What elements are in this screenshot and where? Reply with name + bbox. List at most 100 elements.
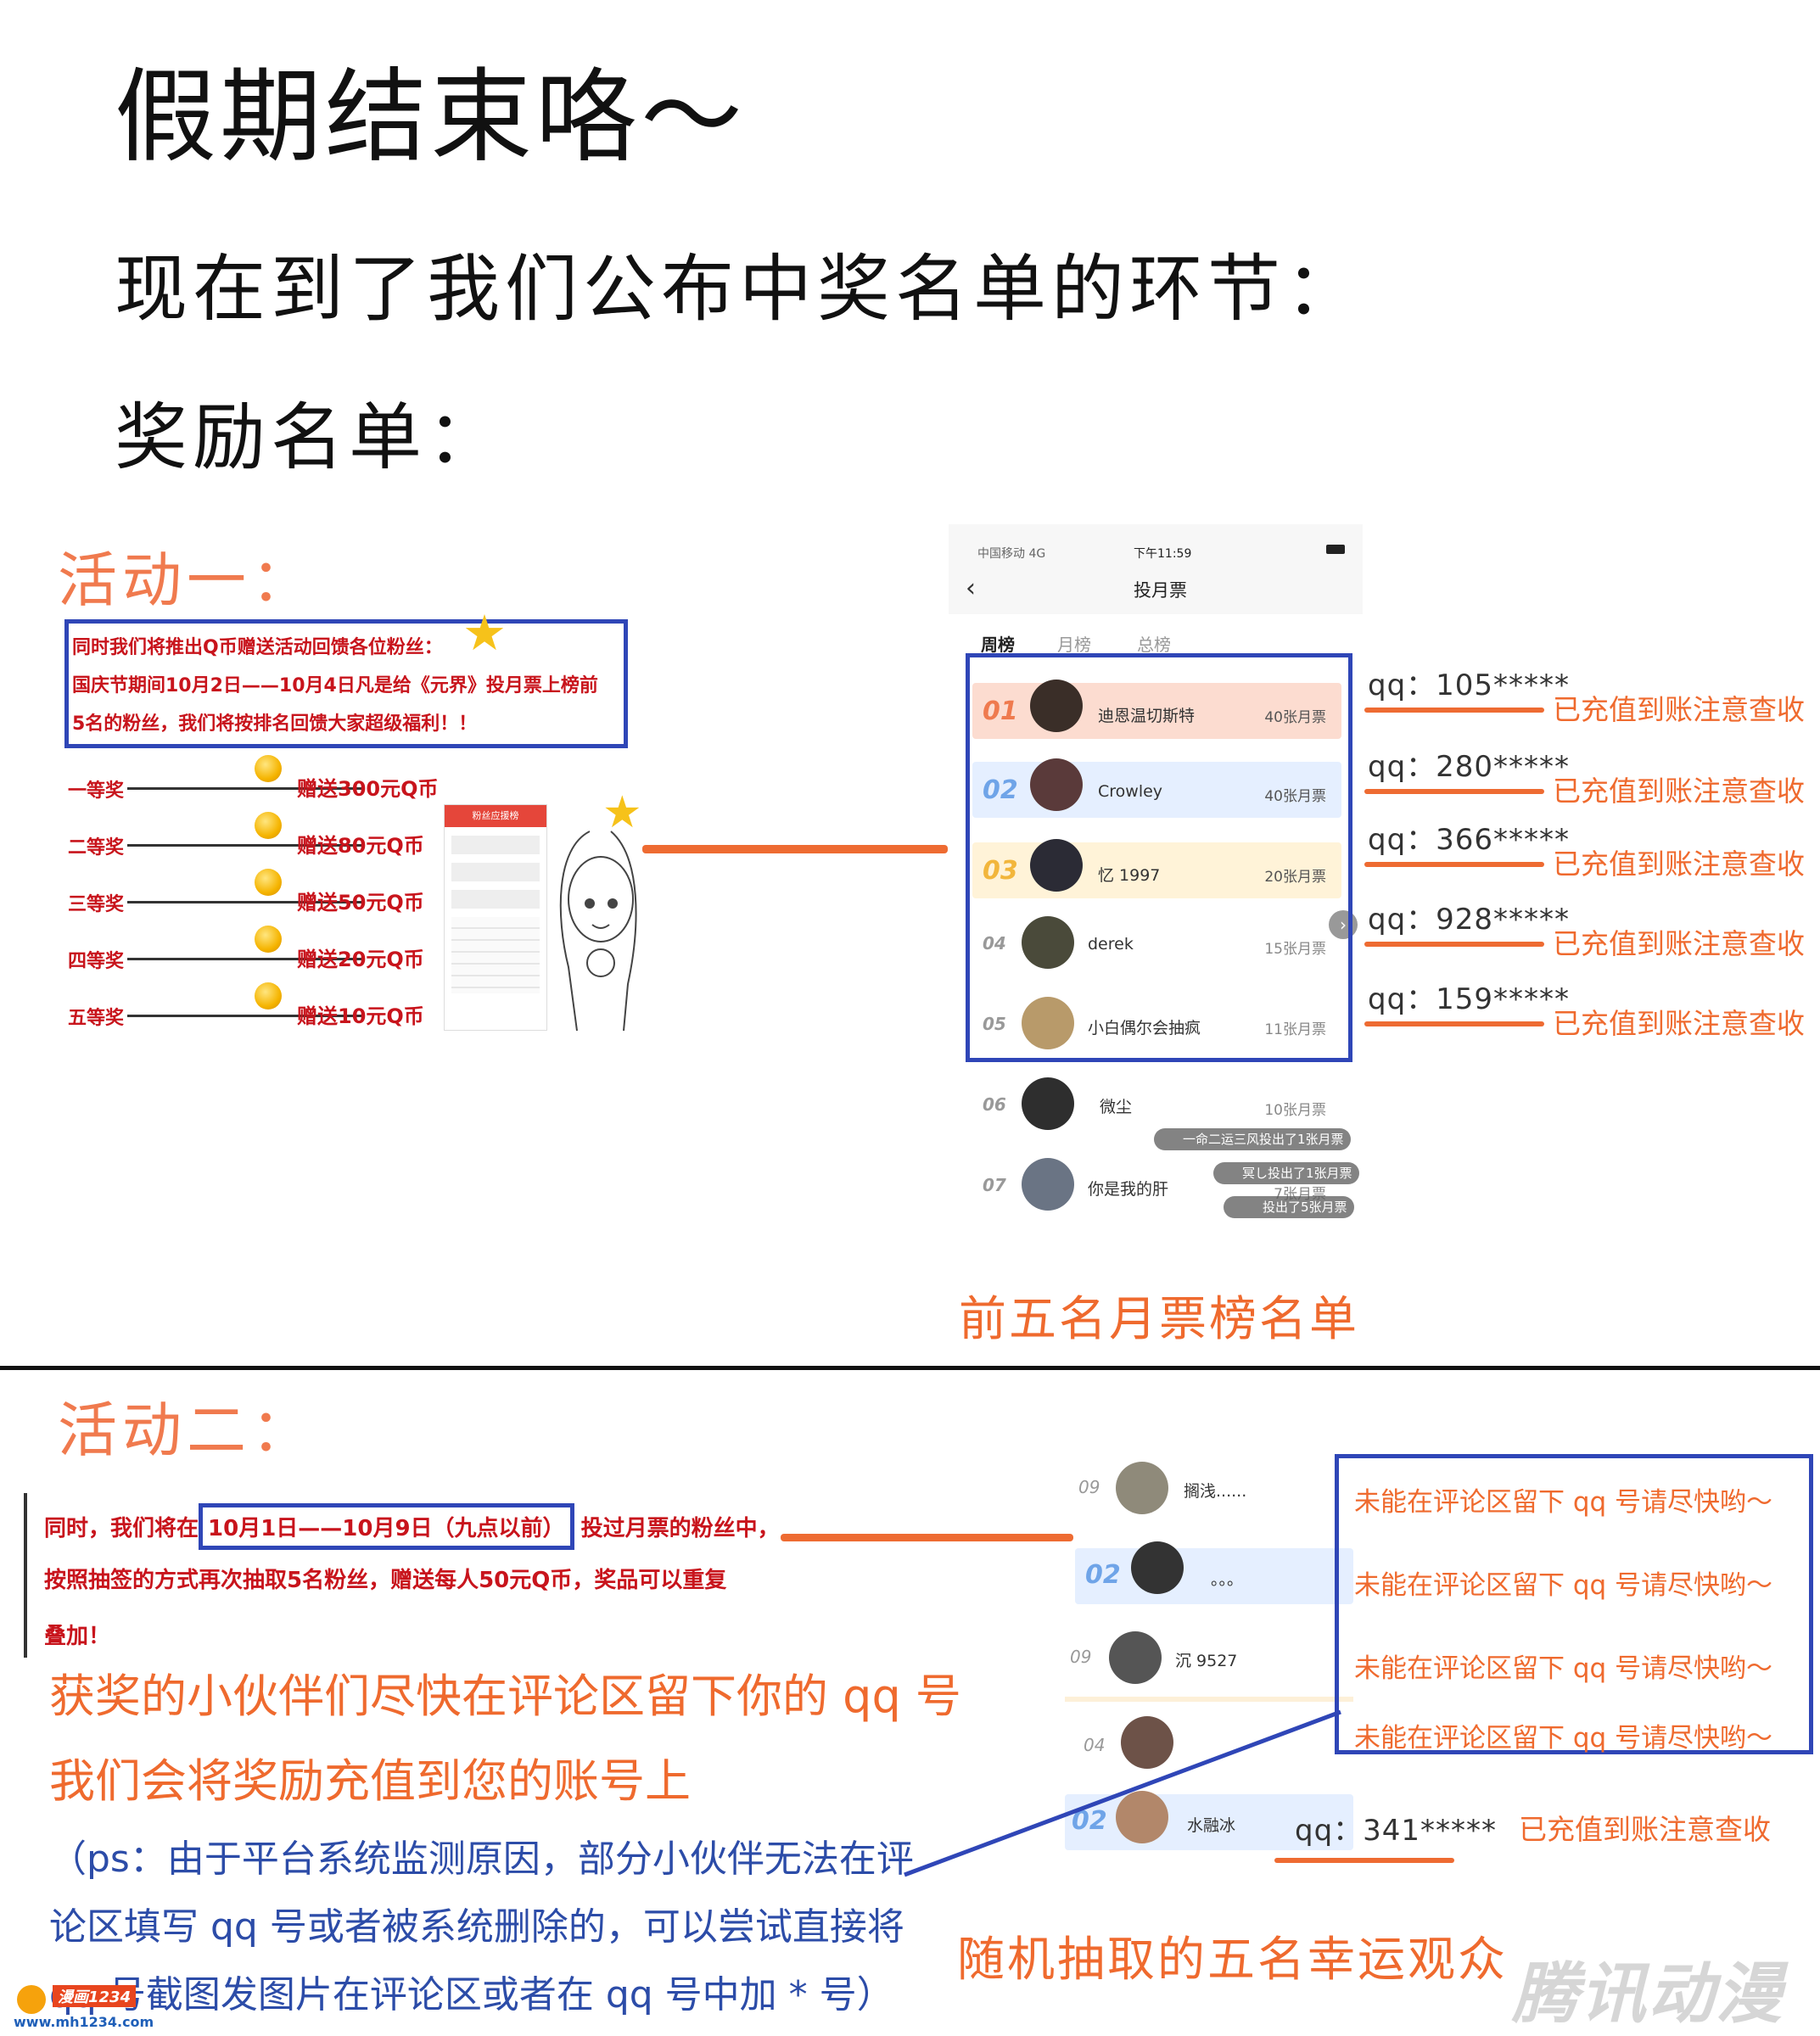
ranking-row[interactable]: 06 微尘 10张月票 [972, 1076, 1341, 1132]
phone-screenshot: 中国移动 4G 下午11:59 ‹ 投月票 周榜 月榜 总榜 01 迪恩温切斯特… [949, 524, 1363, 1228]
prize-rank: 五等奖 [68, 1008, 125, 1029]
winner-qq: qq：105***** [1368, 668, 1571, 702]
top5-highlight-box [966, 653, 1352, 1062]
activity2-notice-line: 按照抽签的方式再次抽取5名粉丝，赠送每人50元Q币，奖品可以重复 [44, 1568, 727, 1593]
prize-row: 三等奖 赠送50元Q币 [68, 869, 441, 920]
chevron-right-icon[interactable]: › [1329, 910, 1358, 939]
prize-rank: 三等奖 [68, 894, 125, 915]
pending-message: 未能在评论区留下 qq 号请尽快哟～ [1354, 1570, 1773, 1601]
site-watermark: 漫画1234 www.mh1234.com [14, 1983, 166, 2031]
winner-row: qq：366***** 已充值到账注意查收 [1364, 814, 1814, 891]
underline [1274, 1858, 1454, 1863]
notice-line: 国庆节期间10月2日——10月4日凡是给《元界》投月票上榜前 [72, 675, 598, 696]
coin-icon [255, 926, 282, 953]
notice-line: 同时我们将推出Q币赠送活动回馈各位粉丝： [72, 637, 443, 658]
watermark-badge: 漫画1234 [53, 1985, 137, 2007]
divider [127, 958, 365, 960]
rank-number: 09 [1078, 1477, 1100, 1497]
battery-icon [1326, 545, 1345, 554]
ranking-row[interactable]: 04 derek 15张月票 [972, 915, 1341, 970]
user-name: 忆 1997 [1098, 866, 1161, 885]
page-subtitle: 现在到了我们公布中奖名单的环节： [115, 247, 1364, 332]
watermark-url: www.mh1234.com [14, 2014, 154, 2030]
ticket-count: 15张月票 [1264, 941, 1326, 958]
ticket-count: 10张月票 [1264, 1102, 1326, 1119]
avatar [1131, 1541, 1184, 1594]
draw-row: 02 。。。 [1075, 1541, 1353, 1604]
sketch-character-illustration [559, 831, 637, 1032]
vote-toast: 冥し投出了1张月票 [1213, 1162, 1359, 1184]
ps-note: qq 号截图发图片在评论区或者在 qq 号中加 * 号） [49, 1973, 894, 2016]
prize-rank: 二等奖 [68, 837, 125, 859]
user-name: 你是我的肝 [1088, 1180, 1169, 1199]
activity2-message: 获奖的小伙伴们尽快在评论区留下你的 qq 号 [49, 1670, 961, 1723]
coin-icon [255, 755, 282, 782]
lucky-draw-list: 09 搁浅...... 02 。。。 09 沉 9527 04 02 水融冰 [1065, 1455, 1353, 1862]
notice-date-highlight: 10月1日——10月9日（九点以前） [199, 1503, 574, 1550]
ranking-row[interactable]: 05 小白偶尔会抽疯 11张月票 [972, 995, 1341, 1051]
connector-line [642, 845, 948, 853]
user-name: Crowley [1098, 782, 1163, 801]
prize-reward: 赠送10元Q币 [297, 1004, 424, 1028]
underline [1364, 942, 1544, 947]
tab-weekly[interactable]: 周榜 [981, 635, 1015, 655]
tencent-watermark: 腾讯动漫 [1512, 1956, 1784, 2033]
tab-total[interactable]: 总榜 [1137, 635, 1171, 655]
star-icon: ★ [462, 604, 507, 662]
user-name: derek [1088, 935, 1134, 954]
winner-status: 已充值到账注意查收 [1553, 927, 1805, 960]
logo-icon [17, 1985, 46, 2014]
user-name: 沉 9527 [1175, 1652, 1238, 1670]
coin-icon [255, 869, 282, 896]
activity2-label: 活动二： [58, 1396, 316, 1465]
user-name: 小白偶尔会抽疯 [1088, 1019, 1201, 1038]
coin-icon [255, 982, 282, 1010]
winner-status: 已充值到账注意查收 [1553, 693, 1805, 726]
winner-row: qq：105***** 已充值到账注意查收 [1364, 660, 1814, 736]
back-chevron-icon[interactable]: ‹ [966, 573, 976, 603]
avatar [1116, 1791, 1168, 1843]
avatar [1030, 839, 1083, 892]
prize-reward: 赠送50元Q币 [297, 891, 424, 915]
rank-number: 04 [983, 933, 1006, 954]
winner-row: qq：159***** 已充值到账注意查收 [1364, 974, 1814, 1050]
winner-row: qq：280***** 已充值到账注意查收 [1364, 741, 1814, 818]
ranking-row[interactable]: 01 迪恩温切斯特 40张月票 [972, 680, 1341, 739]
prize-reward: 赠送80元Q币 [297, 834, 424, 858]
avatar [1116, 1462, 1168, 1514]
ranking-row[interactable]: 02 Crowley 40张月票 [972, 758, 1341, 818]
user-name: 迪恩温切斯特 [1098, 707, 1196, 725]
rank-number: 06 [983, 1094, 1006, 1115]
user-name: 搁浅...... [1184, 1482, 1247, 1501]
vote-toast: 投出了5张月票 [1224, 1196, 1354, 1218]
divider [127, 901, 365, 903]
ticket-count: 40张月票 [1264, 709, 1326, 726]
ticket-count: 11张月票 [1264, 1021, 1326, 1038]
rank-number: 07 [983, 1175, 1006, 1195]
notice-text: 投过月票的粉丝中， [580, 1516, 780, 1541]
draw-row: 09 沉 9527 [1065, 1625, 1353, 1692]
mini-fan-board: 粉丝应援榜 [444, 804, 547, 1031]
ticket-count: 40张月票 [1264, 788, 1326, 805]
rank-number: 01 [983, 696, 1018, 726]
prize-row: 四等奖 赠送20元Q币 [68, 926, 441, 976]
activity1-label: 活动一： [58, 545, 316, 615]
ticket-count: 20张月票 [1264, 869, 1326, 886]
rank-number: 02 [983, 775, 1018, 805]
rank-number: 04 [1084, 1735, 1106, 1755]
ranking-row[interactable]: 03 忆 1997 20张月票 [972, 839, 1341, 898]
phone-caption: 前五名月票榜名单 [959, 1292, 1359, 1347]
winner-qq: qq：928***** [1368, 903, 1571, 937]
tab-monthly[interactable]: 月榜 [1057, 635, 1091, 655]
prize-rank: 四等奖 [68, 951, 125, 972]
draw-row: 04 [1065, 1709, 1353, 1777]
divider [1065, 1697, 1353, 1702]
avatar [1022, 1077, 1074, 1130]
winners-list: qq：105***** 已充值到账注意查收 qq：280***** 已充值到账注… [1364, 660, 1814, 1059]
underline [1364, 708, 1544, 713]
carrier-text: 中国移动 4G [977, 547, 1046, 561]
notice-text: 同时，我们将在 [44, 1516, 199, 1541]
connector-line [781, 1534, 1073, 1541]
pointer-line [904, 1709, 1341, 1877]
